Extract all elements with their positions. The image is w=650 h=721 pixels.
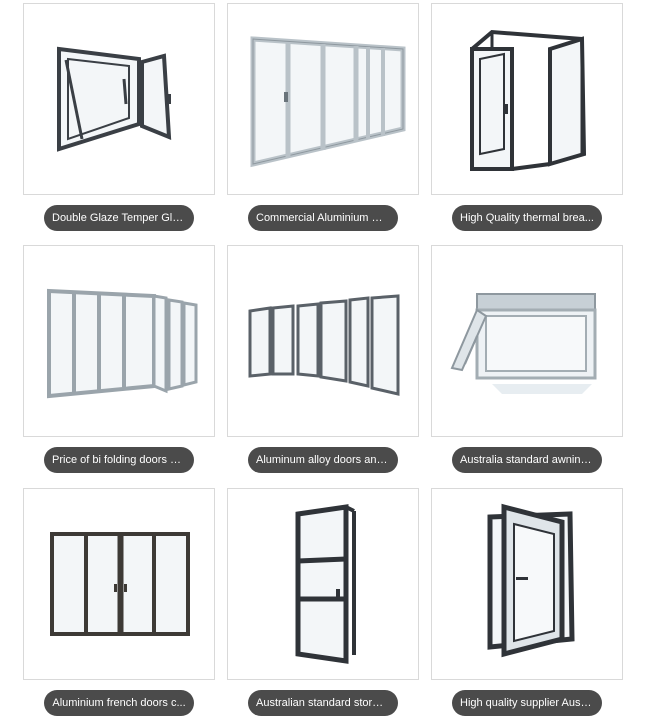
- awning-window-icon: [450, 293, 597, 394]
- product-caption[interactable]: High Quality thermal brea...: [452, 205, 602, 231]
- product-card[interactable]: [227, 488, 419, 680]
- product-caption[interactable]: Commercial Aluminium wi...: [248, 205, 398, 231]
- product-caption[interactable]: Aluminum alloy doors and...: [248, 447, 398, 473]
- bifold-door-grey-icon: [248, 294, 400, 396]
- product-card[interactable]: [431, 245, 623, 437]
- product-caption[interactable]: Aluminium french doors c...: [44, 690, 194, 716]
- product-caption[interactable]: Double Glaze Temper Gla...: [44, 205, 194, 231]
- french-door-icon: [50, 532, 190, 636]
- product-card[interactable]: [431, 488, 623, 680]
- product-caption[interactable]: Price of bi folding doors m...: [44, 447, 194, 473]
- bifold-door-silver-icon: [47, 288, 198, 399]
- product-card[interactable]: [23, 245, 215, 437]
- product-card[interactable]: [23, 488, 215, 680]
- casement-window-icon: [487, 503, 575, 658]
- product-caption[interactable]: Australian standard storm ...: [248, 690, 398, 716]
- product-card[interactable]: [227, 3, 419, 195]
- tilt-turn-window-icon: [57, 46, 172, 152]
- product-card[interactable]: [431, 3, 623, 195]
- product-caption[interactable]: Australia standard awning...: [452, 447, 602, 473]
- storm-door-icon: [295, 504, 356, 664]
- product-card[interactable]: [23, 3, 215, 195]
- product-caption[interactable]: High quality supplier Austr...: [452, 690, 602, 716]
- product-card[interactable]: [227, 245, 419, 437]
- casement-door-icon: [470, 29, 587, 171]
- sliding-window-icon: [250, 36, 406, 168]
